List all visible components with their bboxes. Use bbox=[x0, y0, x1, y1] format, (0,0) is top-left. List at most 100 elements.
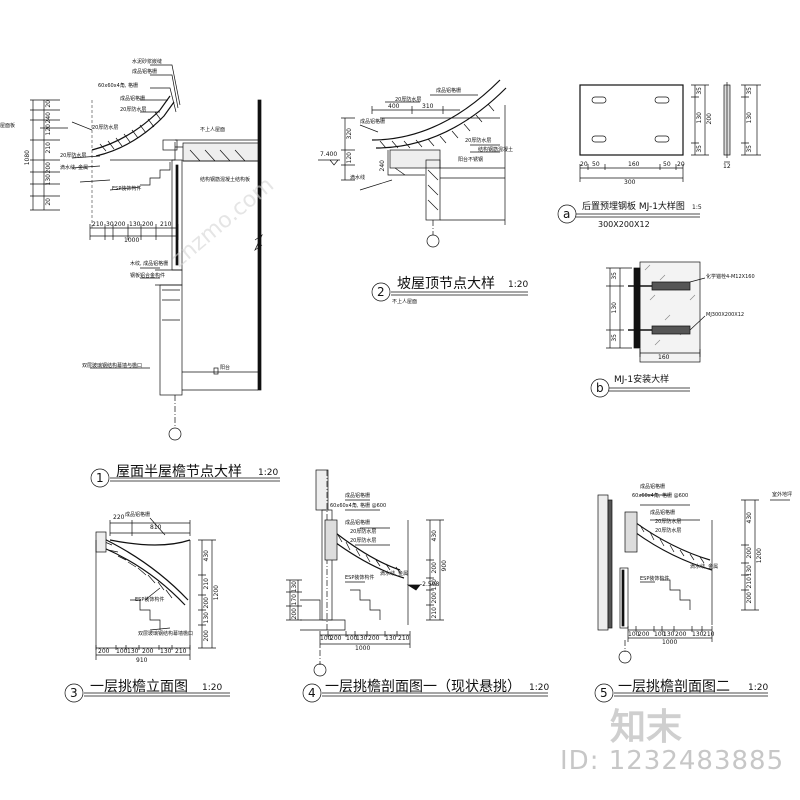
d4-right-dim-2: 200 bbox=[431, 562, 438, 574]
d5-label-5: 20厚防水层 bbox=[655, 528, 682, 534]
d5-right-dim-5: 200 bbox=[746, 592, 753, 604]
detail-1-linework bbox=[30, 64, 263, 441]
d3-right-dim-4: 130 bbox=[203, 612, 210, 624]
d5-total-height: 1200 bbox=[756, 548, 763, 564]
d1-elev-left: 屋面板 bbox=[0, 123, 16, 129]
d1-bottom-note: 双层玻璃钢结构幕墙与檐口 bbox=[82, 363, 143, 369]
d1-bottom-dim-2: 30 bbox=[106, 221, 114, 228]
d5-bottom-dim-5: 200 bbox=[675, 631, 687, 638]
detail-2-linework bbox=[318, 79, 507, 248]
d4-bottom-dim-1: 100 bbox=[320, 635, 332, 642]
d5-label-2: 60x60x4角, 格栅 @600 bbox=[632, 493, 689, 499]
detail-4-number: 4 bbox=[308, 686, 316, 700]
d4-label-1: 成品铝格栅 bbox=[345, 493, 371, 499]
d1-bottom-dim-6: 210 bbox=[160, 221, 172, 228]
d4-label-5: 20厚防水层 bbox=[350, 538, 377, 544]
d1-top-label-4: 成品铝格栅 bbox=[120, 96, 146, 102]
d1-total-height: 1080 bbox=[24, 150, 31, 166]
d5-right-dim-4: 210 bbox=[746, 577, 753, 589]
db-left-dim-2: 130 bbox=[611, 302, 618, 314]
detail-b-title: MJ-1安装大样 bbox=[614, 375, 670, 385]
d5-label-6: ESP装饰构件 bbox=[640, 576, 670, 582]
da-dim-2: 50 bbox=[592, 161, 600, 168]
d2-label-8: 不上人屋面 bbox=[392, 299, 418, 305]
detail-2-number-circle bbox=[371, 282, 391, 302]
d1-top-label-1: 水泥砂浆嵌缝 bbox=[132, 59, 163, 65]
da-dim-4: 50 bbox=[663, 161, 671, 168]
d5-label-8: 室外地坪 bbox=[772, 492, 793, 498]
d1-label-2: 20厚防水层 bbox=[60, 153, 87, 159]
d1-top-label-3: 60x60x4角, 格栅 bbox=[98, 83, 139, 89]
d1-bottom-dim-3: 200 bbox=[114, 221, 126, 228]
d1-left-dim-3: 120 bbox=[45, 124, 52, 136]
d3-bottom-dim-3: 130 bbox=[127, 648, 139, 655]
d1-top-label-5: 20厚防水层 bbox=[120, 107, 147, 113]
d3-bottom-dim-4: 200 bbox=[142, 648, 154, 655]
detail-4-title: 一层挑檐剖面图一（现状悬挑） bbox=[325, 679, 521, 695]
detail-3-scale: 1:20 bbox=[202, 683, 223, 693]
d2-left-dim-1: 320 bbox=[346, 128, 353, 140]
da-total-width: 300 bbox=[624, 179, 636, 186]
d3-bottom-dim-6: 210 bbox=[175, 648, 187, 655]
d5-right-dim-1: 430 bbox=[746, 512, 753, 524]
detail-a-letter: a bbox=[563, 207, 571, 221]
da-dim-3: 160 bbox=[628, 161, 640, 168]
d3-bottom-dim-5: 130 bbox=[160, 648, 172, 655]
da-side-dim-3: 35 bbox=[746, 145, 753, 153]
d3-right-dim-1: 430 bbox=[203, 550, 210, 562]
db-left-dim-3: 35 bbox=[611, 334, 618, 342]
d2-left-dim-2: 120 bbox=[346, 152, 353, 164]
d1-left-dim-7: 20 bbox=[45, 198, 52, 206]
d4-total-height: 900 bbox=[441, 560, 448, 572]
db-bottom-dim: 160 bbox=[658, 354, 670, 361]
d5-label-3: 成品铝格栅 bbox=[650, 510, 676, 516]
d4-bottom-dim-6: 130 bbox=[385, 635, 397, 642]
d5-label-4: 20厚防水层 bbox=[655, 519, 682, 525]
d4-left-dim-2: 170 bbox=[291, 594, 298, 606]
d2-elevation: 7.400 bbox=[320, 151, 338, 158]
d1-label-3: 滴水线, 金属 bbox=[60, 165, 89, 171]
d4-label-4: 20厚防水层 bbox=[350, 529, 377, 535]
d1-label-5: 不上人屋面 bbox=[200, 127, 226, 133]
d3-label-1: 成品铝格栅 bbox=[125, 512, 151, 518]
detail-a-subtitle: 300X200X12 bbox=[598, 220, 650, 229]
detail-3-title: 一层挑檐立面图 bbox=[90, 679, 188, 695]
da-dim-1: 20 bbox=[580, 161, 588, 168]
d3-right-dim-3: 200 bbox=[203, 597, 210, 609]
detail-4-scale: 1:20 bbox=[529, 683, 550, 693]
detail-2-number: 2 bbox=[377, 285, 385, 299]
detail-b-linework bbox=[590, 261, 706, 398]
da-thickness: 12 bbox=[723, 163, 731, 170]
watermark-id: ID: 1232483885 bbox=[560, 746, 785, 776]
detail-4-linework bbox=[286, 469, 548, 703]
da-dim-5: 20 bbox=[677, 161, 685, 168]
d5-label-7: 滴水线, 金属 bbox=[690, 564, 719, 570]
d2-left-dim-3: 240 bbox=[379, 160, 386, 172]
detail-3-linework bbox=[64, 517, 230, 703]
d3-bottom-dim-2: 100 bbox=[116, 648, 128, 655]
d1-left-dim-1: 20 bbox=[45, 100, 52, 108]
db-label-1: 化学锚栓4-M12X160 bbox=[706, 274, 755, 280]
d2-label-1: 成品铝格栅 bbox=[436, 88, 462, 94]
d5-bottom-dim-7: 210 bbox=[703, 631, 715, 638]
d1-left-dim-4: 210 bbox=[45, 142, 52, 154]
detail-5-linework bbox=[594, 494, 790, 703]
d5-right-dim-3: 130 bbox=[746, 565, 753, 577]
da-right-dim-3: 35 bbox=[696, 145, 703, 153]
d4-label-3: 成品铝格栅 bbox=[345, 520, 371, 526]
detail-2-title: 坡屋顶节点大样 bbox=[397, 276, 495, 292]
d3-label-2: ESP装饰构件 bbox=[135, 597, 165, 603]
d4-right-dim-5: 210 bbox=[431, 607, 438, 619]
d1-label-7: 木纹, 成品铝格栅 bbox=[130, 261, 169, 267]
detail-a-scale: 1:5 bbox=[692, 204, 702, 211]
da-right-dim-1: 35 bbox=[696, 87, 703, 95]
d3-top-dim-2: 810 bbox=[150, 524, 162, 531]
da-right-dim-2: 130 bbox=[696, 112, 703, 124]
d2-label-7: 阳台不锈钢 bbox=[458, 157, 484, 163]
detail-a-linework bbox=[557, 82, 761, 224]
d5-bottom-dim-2: 200 bbox=[638, 631, 650, 638]
da-side-dim-2: 130 bbox=[746, 112, 753, 124]
detail-3-number: 3 bbox=[70, 686, 78, 700]
